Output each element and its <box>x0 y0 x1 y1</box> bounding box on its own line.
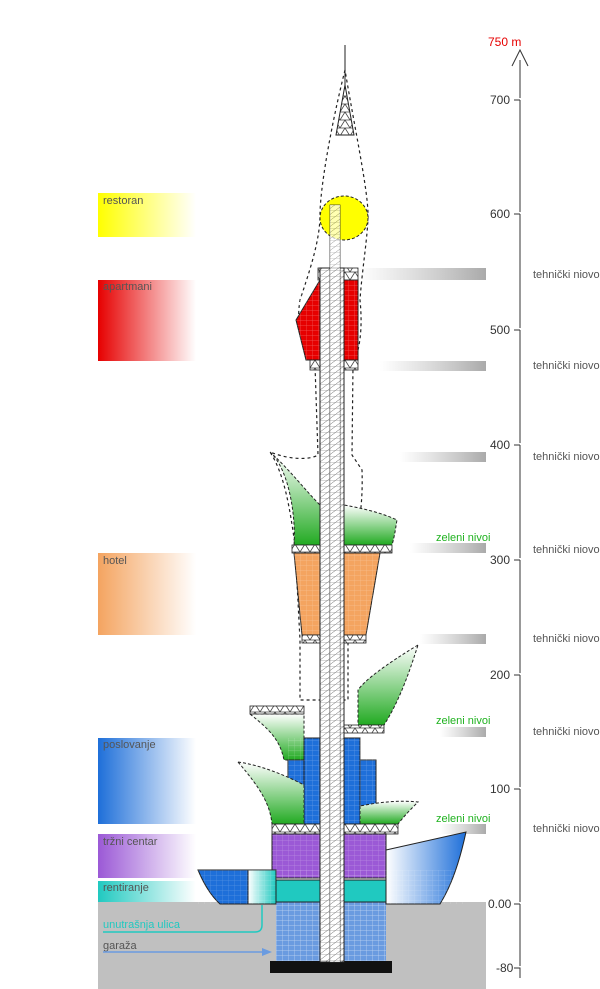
tech-bar-3 <box>400 452 486 462</box>
legend-trzni-centar-box <box>98 834 196 878</box>
street-arrow <box>103 905 263 933</box>
rental-left <box>275 879 321 903</box>
scale-arrowhead <box>511 48 529 67</box>
garage-arrowhead <box>262 948 272 956</box>
tech-level-label-2: tehnički niovoi <box>533 360 600 372</box>
tech-level-label-7: tehnički niovoi <box>533 823 600 835</box>
tick-400: 400 <box>490 438 510 452</box>
legend-hotel-box <box>98 553 196 635</box>
green-level-label-2: zeleni nivoi <box>436 715 490 727</box>
legend-apartmani-label: apartmani <box>103 281 152 293</box>
restaurant-pod <box>319 195 369 241</box>
tech-bar-6 <box>440 727 486 737</box>
green-wing-low-left <box>236 761 305 825</box>
green-wing-upper-right <box>343 504 398 546</box>
green-wing-low-right <box>359 800 420 825</box>
tick-700: 700 <box>490 93 510 107</box>
scale-top-label: 750 m <box>488 35 521 49</box>
tick-500: 500 <box>490 323 510 337</box>
legend-poslovanje-box <box>98 738 196 824</box>
legend-hotel-label: hotel <box>103 555 127 567</box>
green-wing-upper-left <box>269 451 321 546</box>
tick-100: 100 <box>490 782 510 796</box>
tech-level-label-3: tehnički niovoi <box>533 451 600 463</box>
tech-bar-2 <box>380 361 486 371</box>
legend-garaza-label: garaža <box>103 940 138 952</box>
legend-rentiranje-box <box>98 881 196 902</box>
spire-truss <box>335 84 355 136</box>
tick-600: 600 <box>490 207 510 221</box>
legend-trzni-centar-label: tržni centar <box>103 836 158 848</box>
green-wing-mid-right <box>357 643 419 726</box>
tech-bar-1 <box>358 268 486 280</box>
tech-level-label-1: tehnički niovoi <box>533 269 600 281</box>
legend-rentiranje-label: rentiranje <box>103 882 149 894</box>
green-level-label-1: zeleni nivoi <box>436 532 490 544</box>
tech-level-label-5: tehnički niovoi <box>533 633 600 645</box>
elevation-scale <box>514 60 521 978</box>
tick-minus-80: -80 <box>496 961 514 975</box>
tech-bar-4 <box>410 543 486 553</box>
rental-right <box>343 879 387 903</box>
tech-level-label-6: tehnički niovoi <box>533 726 600 738</box>
tick-300: 300 <box>490 553 510 567</box>
legend-restoran-box <box>98 193 196 237</box>
foundation-slab <box>270 961 392 973</box>
tick-200: 200 <box>490 668 510 682</box>
green-level-label-3: zeleni nivoi <box>436 813 490 825</box>
legend-restoran-label: restoran <box>103 195 143 207</box>
tech-bar-7 <box>440 824 486 834</box>
tower-envelope <box>268 69 369 701</box>
tech-bar-5 <box>420 634 486 644</box>
legend-unutrasnja-ulica-label: unutrašnja ulica <box>103 919 181 931</box>
tech-level-label-4: tehnički niovoi <box>533 544 600 556</box>
legend-poslovanje-label: poslovanje <box>103 739 156 751</box>
legend-apartmani-box <box>98 280 196 361</box>
tick-0: 0.00 <box>488 897 512 911</box>
